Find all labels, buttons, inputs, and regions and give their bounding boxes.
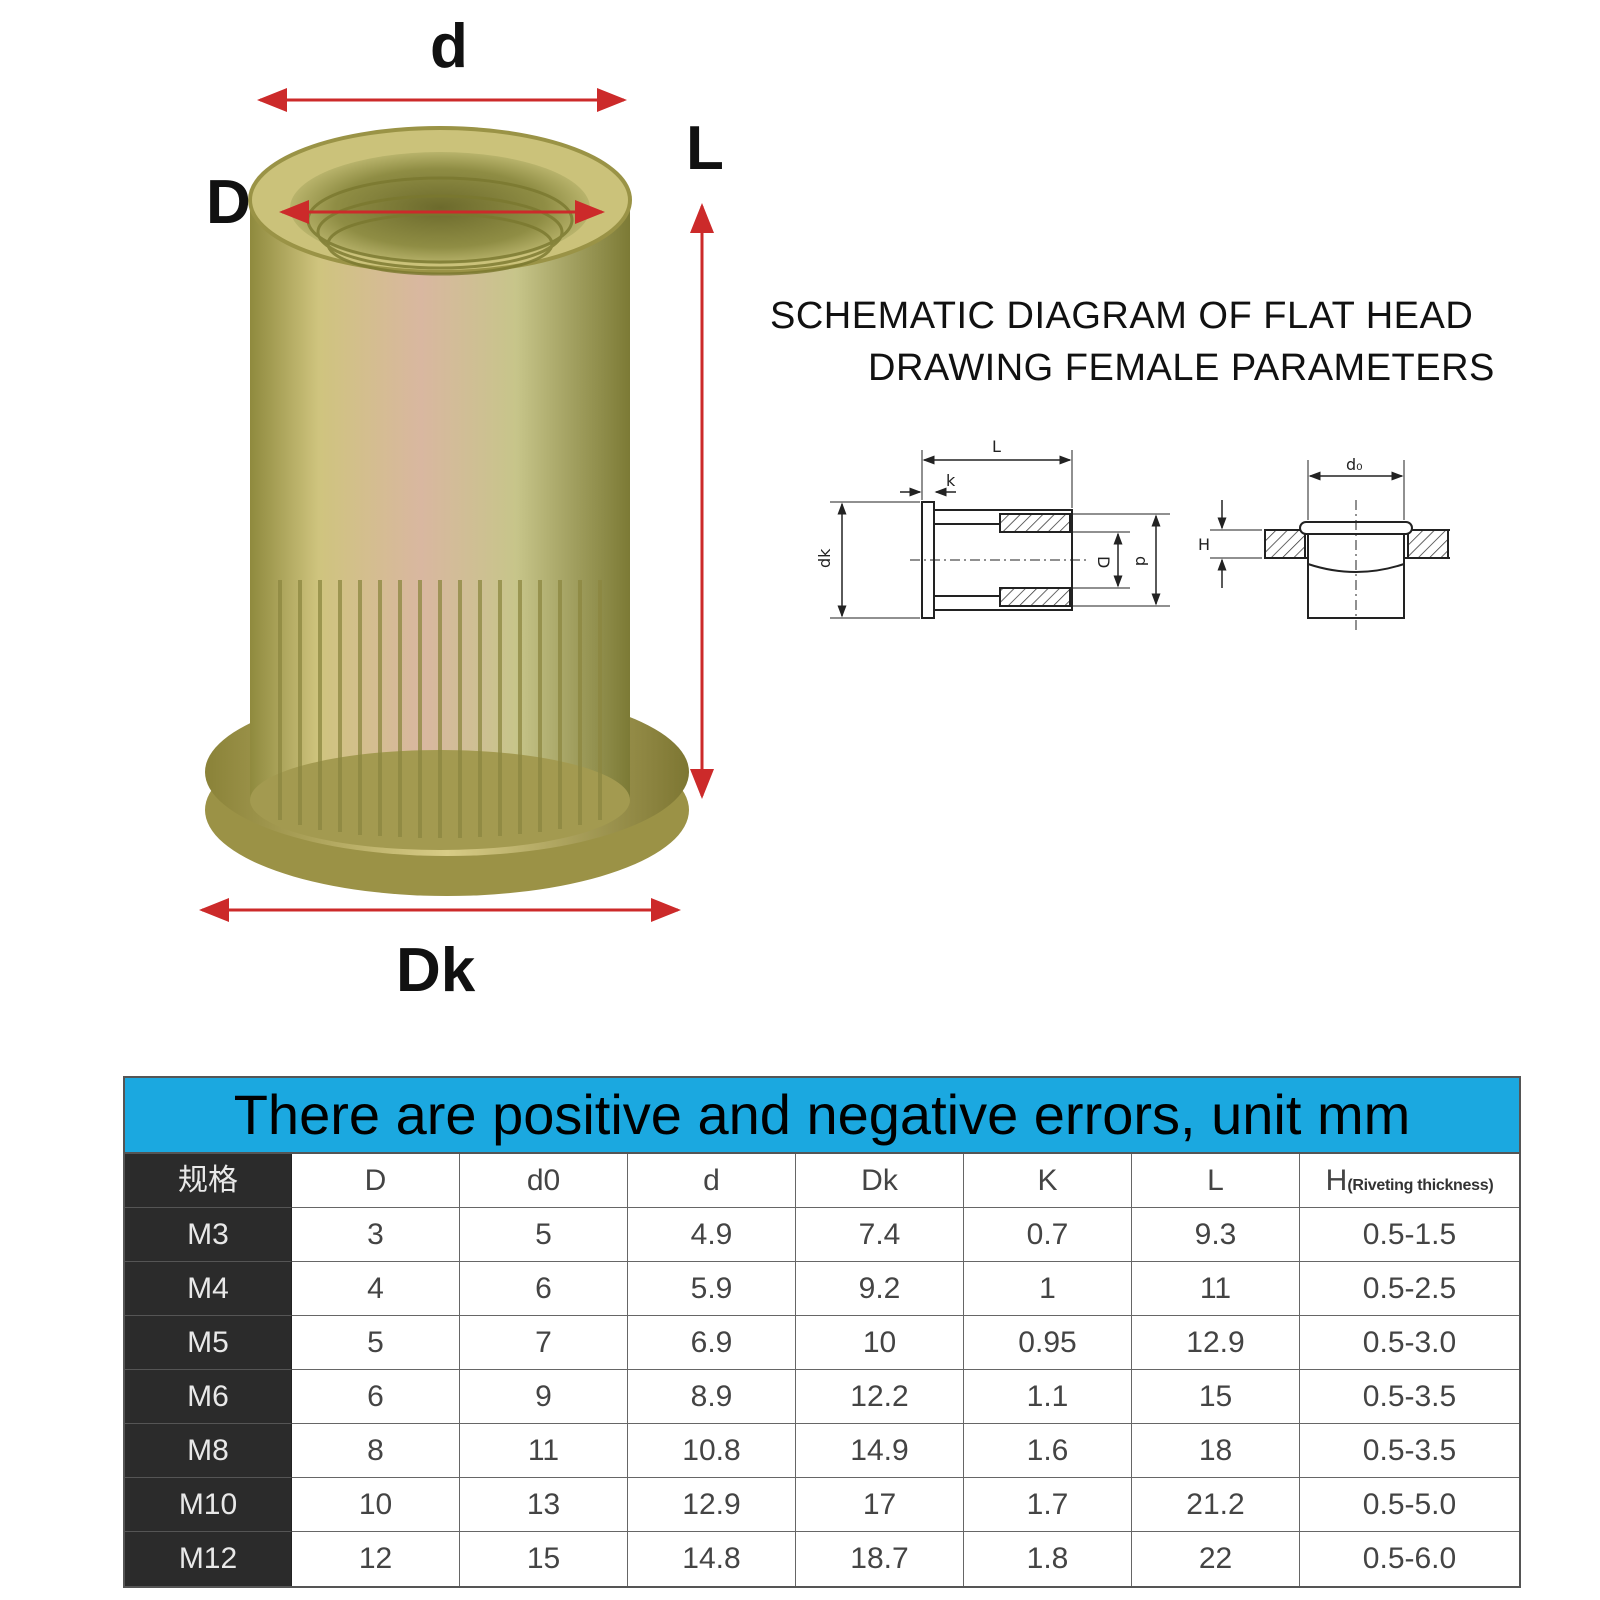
- table-cell: 0.5-5.0: [1300, 1478, 1519, 1532]
- table-cell: 5.9: [628, 1262, 796, 1316]
- table-cell: 4: [292, 1262, 460, 1316]
- row-spec-label: M8: [125, 1424, 292, 1478]
- row-spec-label: M3: [125, 1208, 292, 1262]
- header-d: d: [628, 1154, 796, 1208]
- label-Dk: Dk: [396, 936, 476, 1005]
- schematic-title-line1: SCHEMATIC DIAGRAM OF FLAT HEAD: [770, 295, 1474, 337]
- table-cell: 9.3: [1132, 1208, 1300, 1262]
- table-cell: 1.6: [964, 1424, 1132, 1478]
- label-d: d: [430, 12, 468, 81]
- table-cell: 8.9: [628, 1370, 796, 1424]
- table-cell: 10: [292, 1478, 460, 1532]
- header-Dk: Dk: [796, 1154, 964, 1208]
- table-cell: 11: [1132, 1262, 1300, 1316]
- schematic-label-d: d: [1132, 556, 1151, 566]
- schematic-label-d0: d₀: [1346, 455, 1363, 474]
- table-cell: 12: [292, 1532, 460, 1586]
- row-spec-label: M12: [125, 1532, 292, 1586]
- table-cell: 6.9: [628, 1316, 796, 1370]
- schematic-title-line2: DRAWING FEMALE PARAMETERS: [868, 347, 1495, 389]
- header-spec: 规格: [125, 1154, 292, 1208]
- table-cell: 17: [796, 1478, 964, 1532]
- table-cell: 1: [964, 1262, 1132, 1316]
- schematic-title: SCHEMATIC DIAGRAM OF FLAT HEAD DRAWING F…: [770, 290, 1550, 394]
- table-cell: 0.7: [964, 1208, 1132, 1262]
- schematic-label-D: D: [1094, 556, 1113, 568]
- table-grid: 规格 D d0 d Dk K L H(Riveting thickness) M…: [125, 1154, 1519, 1586]
- rivet-nut-photo: [199, 88, 714, 922]
- header-H: H(Riveting thickness): [1300, 1154, 1519, 1208]
- header-H-note: (Riveting thickness): [1347, 1177, 1494, 1194]
- table-cell: 0.5-3.5: [1300, 1370, 1519, 1424]
- table-cell: 1.1: [964, 1370, 1132, 1424]
- table-cell: 0.5-3.0: [1300, 1316, 1519, 1370]
- spec-table: There are positive and negative errors, …: [123, 1076, 1521, 1588]
- table-cell: 6: [460, 1262, 628, 1316]
- table-cell: 0.5-2.5: [1300, 1262, 1519, 1316]
- table-cell: 7.4: [796, 1208, 964, 1262]
- row-spec-label: M6: [125, 1370, 292, 1424]
- table-cell: 10: [796, 1316, 964, 1370]
- label-L: L: [686, 114, 724, 183]
- table-cell: 15: [460, 1532, 628, 1586]
- schematic-label-dk: dk: [815, 548, 834, 568]
- table-cell: 9: [460, 1370, 628, 1424]
- table-cell: 14.9: [796, 1424, 964, 1478]
- table-banner: There are positive and negative errors, …: [125, 1078, 1519, 1154]
- table-cell: 8: [292, 1424, 460, 1478]
- header-H-symbol: H: [1325, 1164, 1348, 1197]
- schematic-label-k: k: [946, 471, 956, 490]
- label-D: D: [206, 168, 251, 237]
- schematic-label-L: L: [992, 437, 1001, 456]
- row-spec-label: M10: [125, 1478, 292, 1532]
- table-cell: 0.95: [964, 1316, 1132, 1370]
- row-spec-label: M4: [125, 1262, 292, 1316]
- table-cell: 0.5-6.0: [1362, 1542, 1457, 1575]
- table-cell: 3: [292, 1208, 460, 1262]
- table-cell: 1.8: [964, 1532, 1132, 1586]
- table-cell: 22: [1132, 1532, 1300, 1586]
- table-cell: 4.9: [628, 1208, 796, 1262]
- table-cell: 15: [1132, 1370, 1300, 1424]
- row-spec-label: M5: [125, 1316, 292, 1370]
- header-K: K: [964, 1154, 1132, 1208]
- table-cell: 5: [292, 1316, 460, 1370]
- table-cell: 21.2: [1132, 1478, 1300, 1532]
- table-cell: 9.2: [796, 1262, 964, 1316]
- table-cell: 1.7: [964, 1478, 1132, 1532]
- table-cell: 0.5-1.5: [1300, 1208, 1519, 1262]
- table-cell: 12.9: [1132, 1316, 1300, 1370]
- schematic-drawing: L k dk D d d₀ H: [815, 437, 1450, 630]
- schematic-label-H: H: [1198, 535, 1210, 554]
- table-cell: 12.9: [628, 1478, 796, 1532]
- header-L: L: [1132, 1154, 1300, 1208]
- thread-hole: [290, 152, 590, 264]
- table-cell: 18.7: [796, 1532, 964, 1586]
- table-cell: 6: [292, 1370, 460, 1424]
- knurl-ridges: [278, 580, 602, 838]
- table-cell: 18: [1132, 1424, 1300, 1478]
- table-cell: 12.2: [796, 1370, 964, 1424]
- header-D: D: [292, 1154, 460, 1208]
- table-cell: 11: [460, 1424, 628, 1478]
- table-cell: 0.5-3.5: [1300, 1424, 1519, 1478]
- table-cell: 13: [460, 1478, 628, 1532]
- header-d0: d0: [460, 1154, 628, 1208]
- table-cell: 14.8: [628, 1532, 796, 1586]
- table-cell: 10.8: [628, 1424, 796, 1478]
- table-cell: 5: [460, 1208, 628, 1262]
- table-cell: 7: [460, 1316, 628, 1370]
